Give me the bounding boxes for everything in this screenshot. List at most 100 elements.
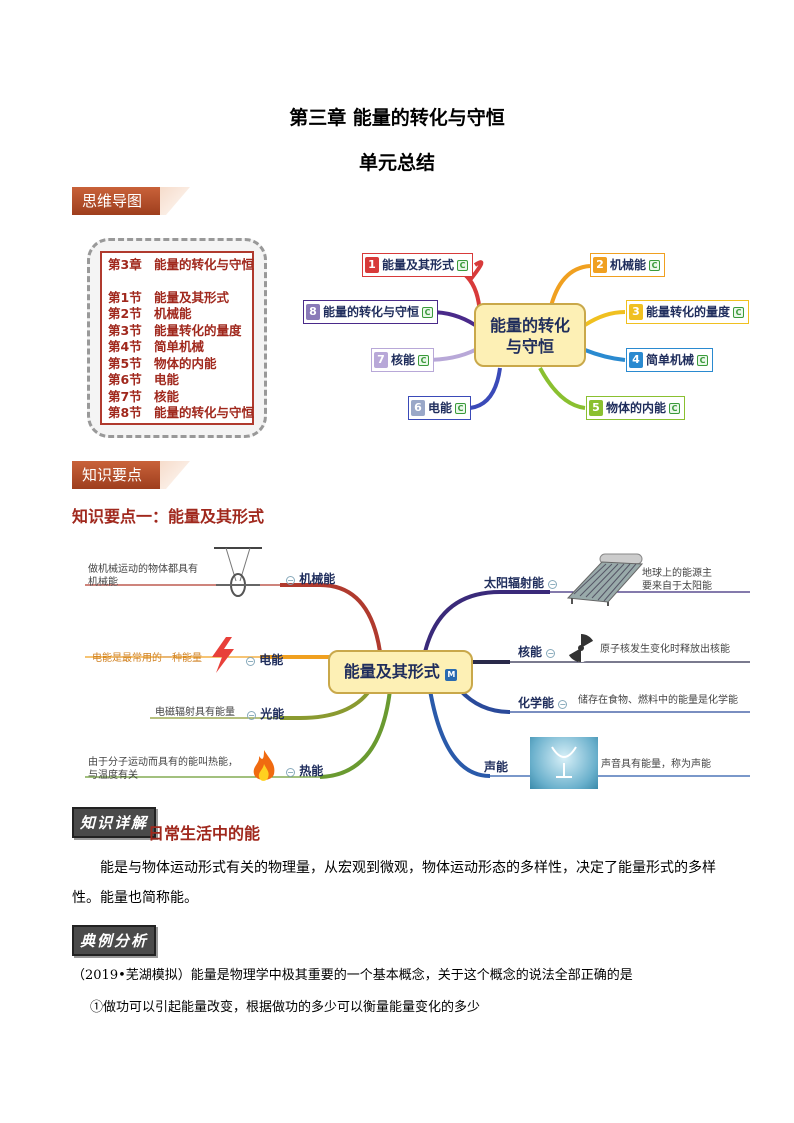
- collapse-icon[interactable]: C: [418, 354, 430, 366]
- collapse-icon[interactable]: C: [669, 402, 681, 414]
- node-label: 电能: [428, 400, 453, 415]
- branch-chemical-energy[interactable]: 化学能 −: [518, 694, 568, 711]
- toc-section-title: 核能: [154, 388, 180, 404]
- detail-badge: 知识详解: [72, 807, 157, 838]
- toc-section-num: 第6节: [108, 372, 142, 387]
- toc-section-title: 能量的转化与守恒: [154, 405, 255, 420]
- node-label: 能量及其形式: [382, 257, 455, 272]
- branch-label: 化学能: [518, 696, 555, 710]
- node-label: 机械能: [610, 257, 647, 272]
- node-label: 能量转化的量度: [646, 304, 731, 319]
- collapse-icon[interactable]: C: [733, 306, 745, 318]
- leaf-electric-energy: 电能是最常用的一种能量: [92, 653, 202, 664]
- mindmap-center-line2: 与守恒: [505, 337, 554, 356]
- node-number: 4: [629, 352, 643, 368]
- collapse-icon[interactable]: −: [286, 768, 295, 777]
- mindmap-center-line1: 能量的转化: [489, 316, 570, 335]
- mindmap-node-3[interactable]: 3 能量转化的量度 C: [626, 300, 750, 324]
- branch-mechanical-energy[interactable]: − 机械能: [286, 570, 335, 587]
- collapse-icon[interactable]: C: [697, 354, 709, 366]
- wine-glass-icon: [551, 746, 577, 778]
- node-number: 8: [306, 304, 320, 320]
- branch-electric-energy[interactable]: − 电能: [246, 651, 283, 668]
- leaf-solar-energy: 地球上的能源主要来自于太阳能: [642, 568, 712, 592]
- collapse-icon[interactable]: C: [457, 259, 469, 271]
- page-subtitle: 单元总结: [358, 152, 435, 174]
- chapter-toc: 第3章能量的转化与守恒 第1节能量及其形式 第2节机械能 第3节能量转化的量度 …: [87, 238, 267, 438]
- branch-label: 声能: [484, 760, 509, 774]
- example-question: （2019•芜湖模拟）能量是物理学中极其重要的一个基本概念，关于这个概念的说法全…: [72, 968, 633, 983]
- branch-label: 光能: [260, 707, 285, 721]
- toc-section-num: 第3节: [108, 322, 142, 338]
- toc-section-num: 第8节: [108, 405, 142, 420]
- collapse-icon[interactable]: −: [546, 649, 556, 658]
- toc-section-title: 能量及其形式: [154, 289, 230, 305]
- toc-section-num: 第4节: [108, 339, 142, 354]
- mindmap-center[interactable]: 能量的转化 与守恒: [474, 303, 586, 367]
- branch-heat-energy[interactable]: − 热能: [286, 762, 323, 779]
- tag-decoration: [160, 461, 190, 489]
- leaf-light-energy: 电磁辐射具有能量: [155, 707, 235, 718]
- toc-section-num: 第7节: [108, 388, 142, 404]
- mindmap-node-2[interactable]: 2 机械能 C: [590, 253, 666, 277]
- collapse-icon[interactable]: C: [455, 402, 467, 414]
- solar-heater-icon: [566, 553, 644, 606]
- node-label: 物体的内能: [606, 400, 667, 415]
- toc-section-title: 物体的内能: [154, 355, 217, 371]
- collapse-icon[interactable]: C: [649, 259, 661, 271]
- leaf-chemical-energy: 储存在食物、燃料中的能量是化学能: [578, 695, 738, 706]
- branch-label: 热能: [299, 764, 324, 778]
- toc-section-num: 第2节: [108, 306, 142, 321]
- mindmap-node-4[interactable]: 4 简单机械 C: [626, 348, 714, 372]
- leaf-heat-energy: 由于分子运动而具有的能叫热能，与温度有关: [88, 757, 238, 781]
- fire-icon: [253, 750, 275, 781]
- branch-light-energy[interactable]: − 光能: [247, 705, 284, 722]
- node-label: 能量的转化与守恒: [323, 304, 420, 319]
- collapse-icon[interactable]: −: [548, 580, 558, 589]
- energy-forms-center[interactable]: 能量及其形式 M: [328, 650, 473, 694]
- detail-heading: 日常生活中的能: [148, 824, 261, 843]
- branch-label: 核能: [518, 645, 543, 659]
- sound-glass-image: [530, 737, 598, 789]
- node-label: 简单机械: [646, 352, 695, 367]
- mindmap-node-5[interactable]: 5 物体的内能 C: [586, 396, 686, 420]
- collapse-icon[interactable]: −: [247, 711, 256, 720]
- node-number: 3: [629, 304, 643, 320]
- knowledge-point-heading: 知识要点一：能量及其形式: [72, 507, 265, 526]
- mindmap-node-8[interactable]: 8 能量的转化与守恒 C: [303, 300, 439, 324]
- mindmap-node-7[interactable]: 7 核能 C: [371, 348, 435, 372]
- branch-sound-energy[interactable]: 声能: [484, 758, 508, 775]
- node-number: 6: [411, 400, 425, 416]
- toc-section-title: 简单机械: [154, 339, 205, 354]
- collapse-icon[interactable]: −: [558, 700, 568, 709]
- branch-label: 机械能: [299, 572, 336, 586]
- toc-section-title: 能量转化的量度: [154, 322, 242, 338]
- radiation-icon: [567, 634, 595, 662]
- branch-solar-energy[interactable]: 太阳辐射能 −: [484, 574, 558, 591]
- example-badge: 典例分析: [72, 925, 157, 956]
- node-number: 1: [365, 257, 379, 273]
- mindmap-node-1[interactable]: 1 能量及其形式 C: [362, 253, 474, 277]
- example-item-1: ①做功可以引起能量改变，根据做功的多少可以衡量能量变化的多少: [90, 1000, 481, 1015]
- collapse-icon[interactable]: C: [422, 306, 434, 318]
- branch-label: 电能: [259, 653, 284, 667]
- pendulum-icon: [214, 547, 262, 597]
- collapse-icon[interactable]: −: [286, 576, 295, 585]
- collapse-icon[interactable]: −: [246, 657, 255, 666]
- detail-paragraph: 能是与物体运动形式有关的物理量，从宏观到微观，物体运动形态的多样性，决定了能量形…: [72, 860, 716, 906]
- node-number: 7: [374, 352, 388, 368]
- node-number: 5: [589, 400, 603, 416]
- leaf-mechanical-energy: 做机械运动的物体都具有机械能: [88, 564, 198, 588]
- energy-forms-center-label: 能量及其形式: [343, 662, 440, 681]
- mindmap-node-6[interactable]: 6 电能 C: [408, 396, 472, 420]
- node-label: 核能: [391, 352, 416, 367]
- branch-nuclear-energy[interactable]: 核能 −: [518, 643, 556, 660]
- tag-decoration: [160, 187, 190, 215]
- leaf-sound-energy: 声音具有能量，称为声能: [601, 759, 711, 770]
- node-number: 2: [593, 257, 607, 273]
- leaf-nuclear-energy: 原子核发生变化时释放出核能: [600, 644, 730, 655]
- branch-label: 太阳辐射能: [484, 576, 545, 590]
- toc-section-num: 第1节: [108, 289, 142, 305]
- toc-chapter-title: 能量的转化与守恒: [154, 257, 255, 272]
- lightning-icon: [212, 637, 234, 673]
